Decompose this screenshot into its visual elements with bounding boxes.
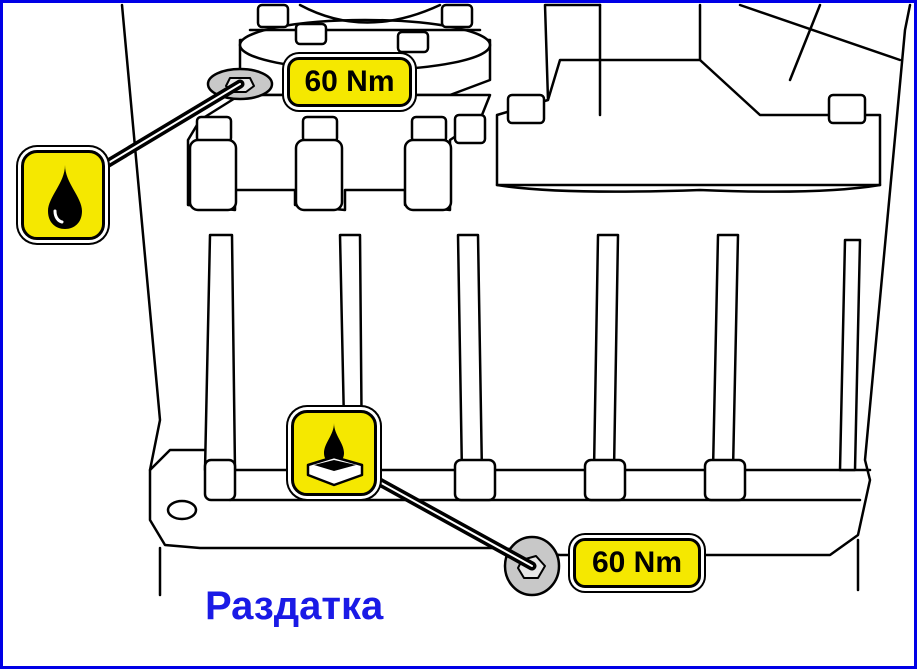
rib-bases [203,458,747,502]
middle-bolt-block [186,93,492,212]
leader-lines-core [104,83,533,567]
top-bolts [256,3,474,54]
torque-label-fill-plug: 60 Nm [287,57,412,107]
casing-ribs [203,233,862,477]
oil-drop-icon [21,150,105,240]
right-top-block [495,3,882,193]
mounting-hole [166,499,198,521]
torque-label-drain-plug: 60 Nm [573,538,701,588]
diagram-caption: Раздатка [205,584,384,628]
oil-drain-icon [291,410,377,496]
